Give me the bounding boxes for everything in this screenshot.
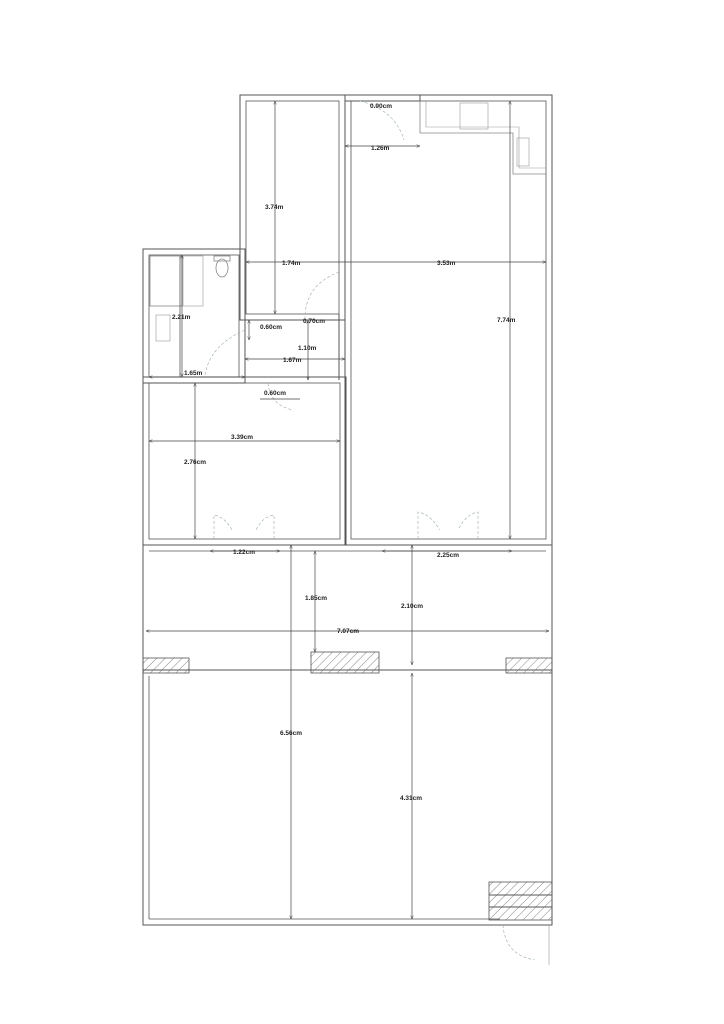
label-terrace-depth-right: 2.10cm [401,603,423,610]
bidet [155,314,171,342]
wall-bathroom-inner [148,254,240,378]
wall-bedroom-outer [142,376,347,546]
toilet-bowl [215,258,229,278]
bath-vanity [182,255,204,307]
door-hall-swing [204,329,246,376]
label-top-door-width: 0.90cm [370,103,392,110]
door-bedroom-swing [267,382,294,411]
label-bath-width: 1.65m [184,370,203,377]
dimension-lines [146,101,549,919]
shower-tray [149,255,183,307]
door-bedroom-patio-l [213,514,233,539]
kitchen-counter [419,101,546,175]
label-bath-height: 2.21m [172,314,191,321]
wall-main-room-outer [344,94,553,546]
label-hall-width: 1.67m [283,357,302,364]
hatch-center [310,651,380,674]
wall-left-room-inner [245,100,340,315]
kitchen-hob [516,137,530,167]
wall-top-corridor [344,94,421,102]
walls [142,94,553,926]
label-yard-right-depth: 4.31cm [400,795,422,802]
fixtures [149,101,546,377]
dimension-labels: 0.90cm 1.26m 3.74m 1.74m 3.53m 7.74m 2.2… [172,103,516,802]
door-main-patio-l [417,511,441,539]
door-left-room-swing [304,271,340,319]
label-hall-small: 0.60cm [260,324,282,331]
label-yard-left-depth: 6.56cm [280,730,302,737]
kitchen-counter-edge [425,101,546,169]
label-lower-door: 0.60cm [264,390,286,397]
hatch-stair [488,881,553,921]
label-bedroom-width: 3.39cm [231,434,253,441]
door-bedroom-patio-r [255,514,275,539]
label-left-room-width: 1.74m [282,260,301,267]
door-top-swing [359,100,405,141]
label-left-room-height: 3.74m [265,204,284,211]
label-main-door: 2.25cm [437,552,459,559]
wall-bedroom-inner [148,382,341,540]
doors [204,100,550,965]
label-total-width: 7.07cm [337,628,359,635]
label-top-passage: 1.26m [371,145,390,152]
label-terrace-depth: 1.85cm [305,595,327,602]
label-bedroom-height: 2.76cm [184,459,206,466]
label-hall-gap: 1.10m [298,345,317,352]
wall-main-room-inner [350,100,547,540]
door-main-patio-r [457,511,479,539]
door-yard-swing [502,924,536,961]
label-hall-door: 0.70cm [303,318,325,325]
wall-terrace-outer [142,544,553,671]
hatch-right [505,657,553,674]
toilet-tank [213,255,231,262]
label-main-room-height: 7.74m [497,317,516,324]
hatch-left [142,657,190,674]
wall-left-room-outer [239,94,346,321]
label-main-room-width: 3.53m [437,260,456,267]
kitchen-sink [459,102,489,130]
label-bedroom-door: 1.22cm [233,549,255,556]
wall-bathroom-outer [142,248,246,384]
